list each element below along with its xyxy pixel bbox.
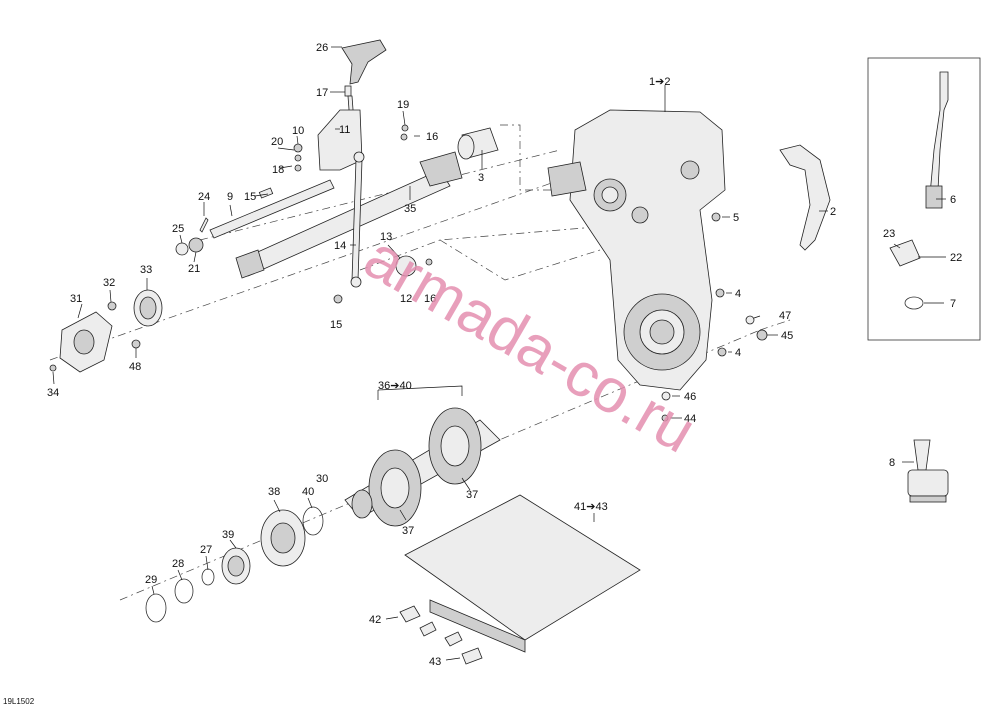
cover-part xyxy=(49,301,141,373)
callout-27: 27 xyxy=(200,544,212,556)
callout-4b: 4 xyxy=(735,347,741,359)
callout-5: 5 xyxy=(733,212,739,224)
callout-21: 21 xyxy=(188,263,200,275)
callout-30: 30 xyxy=(316,473,328,485)
callout-2: 2 xyxy=(830,206,836,218)
callout-9: 9 xyxy=(227,191,233,203)
callout-7: 7 xyxy=(950,298,956,310)
callout-11: 11 xyxy=(339,124,350,136)
oil-bottle-part xyxy=(907,439,949,503)
callout-32: 32 xyxy=(103,277,115,289)
rod-part xyxy=(333,151,433,304)
callout-16: 16 xyxy=(426,131,438,143)
callout-3: 3 xyxy=(478,172,484,184)
callout-14: 14 xyxy=(334,240,346,252)
callout-33: 33 xyxy=(140,264,152,276)
small-parts-left xyxy=(175,217,209,256)
callout-1-2: 1➔2 xyxy=(649,76,670,88)
callout-10: 10 xyxy=(292,125,304,137)
callout-38: 38 xyxy=(268,486,280,498)
callout-44: 44 xyxy=(684,413,696,425)
callout-17: 17 xyxy=(316,87,328,99)
callout-47: 47 xyxy=(779,310,791,322)
callout-20: 20 xyxy=(271,136,283,148)
callout-19: 19 xyxy=(397,99,409,111)
callout-6: 6 xyxy=(950,194,956,206)
inset-panel xyxy=(867,57,981,341)
gearbox-housing-part xyxy=(547,109,726,391)
callout-40: 40 xyxy=(302,486,314,498)
callout-45: 45 xyxy=(781,330,793,342)
diagram-code: 19L1502 xyxy=(3,697,35,706)
callout-36-40: 36➔40 xyxy=(378,380,412,392)
callout-35: 35 xyxy=(404,203,416,215)
callout-18: 18 xyxy=(272,164,284,176)
callout-8: 8 xyxy=(889,457,895,469)
callout-4: 4 xyxy=(735,288,741,300)
callout-labels: 26 17 19 10 11 16 20 18 24 9 15 35 3 1➔2… xyxy=(47,42,962,668)
main-shaft-part xyxy=(235,151,463,279)
callout-31: 31 xyxy=(70,293,82,305)
callout-16b: 16 xyxy=(424,293,436,305)
callout-29: 29 xyxy=(145,574,157,586)
callout-39: 39 xyxy=(222,529,234,541)
drive-axle-part xyxy=(344,407,501,527)
track-part xyxy=(399,494,641,665)
callout-37: 37 xyxy=(466,489,478,501)
linkage-part xyxy=(293,109,409,172)
callout-42: 42 xyxy=(369,614,381,626)
callout-24: 24 xyxy=(198,191,210,203)
harness-part xyxy=(779,144,831,251)
callout-41-43: 41➔43 xyxy=(574,501,608,513)
bearing-part xyxy=(133,289,163,327)
callout-26: 26 xyxy=(316,42,328,54)
callout-37b: 37 xyxy=(402,525,414,537)
callout-15: 15 xyxy=(244,191,256,203)
callout-23: 23 xyxy=(883,228,895,240)
seals-part xyxy=(145,506,324,623)
callout-12: 12 xyxy=(400,293,412,305)
callout-48: 48 xyxy=(129,361,141,373)
callout-13: 13 xyxy=(380,231,392,243)
bushing-part xyxy=(457,127,499,160)
callout-46: 46 xyxy=(684,391,696,403)
callout-28: 28 xyxy=(172,558,184,570)
callout-34: 34 xyxy=(47,387,59,399)
callout-22: 22 xyxy=(950,252,962,264)
leader-lines xyxy=(52,46,946,661)
callout-25: 25 xyxy=(172,223,184,235)
callout-15b: 15 xyxy=(330,319,342,331)
callout-43: 43 xyxy=(429,656,441,668)
hardware-right xyxy=(661,212,768,422)
